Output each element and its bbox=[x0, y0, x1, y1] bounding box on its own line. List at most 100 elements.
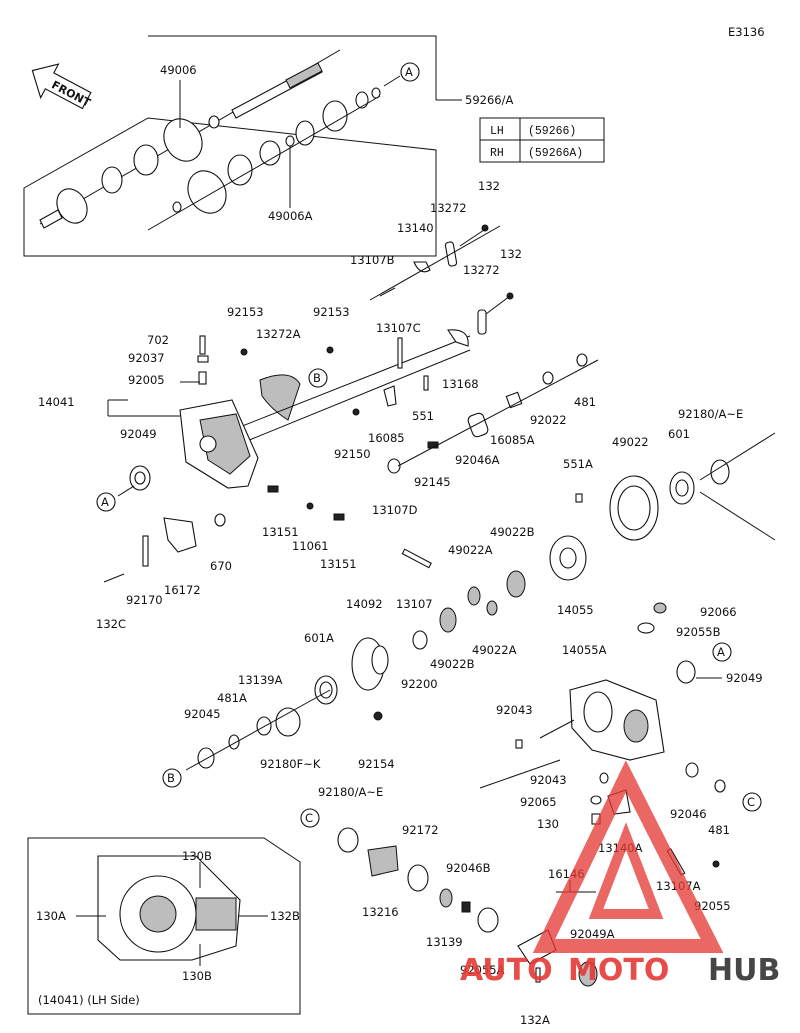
label-13168: 13168 bbox=[442, 377, 479, 391]
label-16085: 16085 bbox=[368, 431, 405, 445]
label-13216: 13216 bbox=[362, 905, 399, 919]
label-13139a: 13139A bbox=[238, 673, 283, 687]
upper-small-parts bbox=[107, 335, 334, 421]
label-14055a: 14055A bbox=[562, 643, 607, 657]
label-13272a: 13272A bbox=[256, 327, 301, 341]
label-92150: 92150 bbox=[334, 447, 371, 461]
svg-text:A: A bbox=[717, 645, 725, 659]
diagram-code: E3136 bbox=[728, 25, 765, 39]
label-130: 130 bbox=[537, 817, 559, 831]
side-table: LH (59266) RH (59266A) bbox=[479, 117, 605, 163]
label-92046a: 92046A bbox=[455, 453, 500, 467]
ref-marker-a-right: A bbox=[712, 642, 732, 662]
label-92065: 92065 bbox=[520, 795, 557, 809]
table-side-rh: RH bbox=[490, 147, 504, 160]
label-92172: 92172 bbox=[402, 823, 439, 837]
svg-text:B: B bbox=[313, 371, 321, 385]
leader-ref-a-top bbox=[383, 75, 401, 87]
label-11061: 11061 bbox=[292, 539, 329, 553]
label-13272-b: 13272 bbox=[463, 263, 500, 277]
label-130a: 130A bbox=[36, 909, 66, 923]
label-49022a-b: 49022A bbox=[472, 643, 517, 657]
inset-lh-side: 130B 130A 132B 130B (14041) (LH Side) bbox=[27, 837, 301, 1015]
label-13107b: 13107B bbox=[350, 253, 395, 267]
shaft-assembly-frame bbox=[23, 35, 437, 257]
label-92200: 92200 bbox=[401, 677, 438, 691]
shift-shaft-parts bbox=[211, 329, 599, 474]
label-551: 551 bbox=[412, 409, 434, 423]
label-132-b: 132 bbox=[500, 247, 522, 261]
label-130b-b: 130B bbox=[182, 969, 212, 983]
ref-marker-b-low: B bbox=[162, 768, 182, 788]
label-92043-b: 92043 bbox=[530, 773, 567, 787]
label-92049a: 92049A bbox=[570, 927, 615, 941]
label-481-b: 481 bbox=[708, 823, 730, 837]
label-14041: 14041 bbox=[38, 395, 75, 409]
watermark-auto: AUTO bbox=[460, 953, 553, 988]
front-arrow-icon: FRONT bbox=[31, 63, 93, 110]
svg-text:A: A bbox=[101, 495, 109, 509]
actuator-parts bbox=[103, 485, 345, 583]
label-14092: 14092 bbox=[346, 597, 383, 611]
label-132c: 132C bbox=[96, 617, 126, 631]
label-92055: 92055 bbox=[694, 899, 731, 913]
label-551a: 551A bbox=[563, 457, 593, 471]
label-14055: 14055 bbox=[557, 603, 594, 617]
label-59266a: 59266/A bbox=[465, 93, 513, 107]
label-702: 702 bbox=[147, 333, 169, 347]
label-92180ae-a: 92180/A~E bbox=[678, 407, 743, 421]
drive-shaft-parts bbox=[39, 49, 381, 231]
label-13151-a: 13151 bbox=[262, 525, 299, 539]
label-16085a: 16085A bbox=[490, 433, 535, 447]
label-16172: 16172 bbox=[164, 583, 201, 597]
label-481-a: 481 bbox=[574, 395, 596, 409]
label-481a: 481A bbox=[217, 691, 247, 705]
svg-text:B: B bbox=[167, 771, 175, 785]
label-13107d: 13107D bbox=[372, 503, 418, 517]
label-92154: 92154 bbox=[358, 757, 395, 771]
label-92145: 92145 bbox=[414, 475, 451, 489]
pinion-bearing-parts bbox=[185, 689, 331, 771]
ref-marker-b-mid: B bbox=[308, 368, 328, 388]
label-92046b: 92046B bbox=[446, 861, 491, 875]
label-92037: 92037 bbox=[128, 351, 165, 365]
automotohub-watermark: AUTO MOTO HUB bbox=[460, 760, 780, 988]
table-part-rh: (59266A) bbox=[528, 147, 583, 160]
label-13107c: 13107C bbox=[376, 321, 421, 335]
table-part-lh: (59266) bbox=[528, 125, 576, 138]
ref-marker-c-left: C bbox=[300, 808, 320, 828]
svg-text:C: C bbox=[747, 795, 755, 809]
svg-text:A: A bbox=[405, 65, 413, 79]
label-13139: 13139 bbox=[426, 935, 463, 949]
label-92055b: 92055B bbox=[676, 625, 721, 639]
svg-text:C: C bbox=[305, 811, 313, 825]
label-92066: 92066 bbox=[700, 605, 737, 619]
label-13107: 13107 bbox=[396, 597, 433, 611]
label-132b: 132B bbox=[270, 909, 300, 923]
label-92049-a: 92049 bbox=[120, 427, 157, 441]
label-130b-a: 130B bbox=[182, 849, 212, 863]
label-92180fk: 92180F~K bbox=[260, 757, 321, 771]
differential-parts bbox=[314, 535, 722, 721]
label-49022b-a: 49022B bbox=[490, 525, 535, 539]
label-49006a: 49006A bbox=[268, 209, 313, 223]
label-92055a: 92055A bbox=[460, 963, 505, 977]
label-13140: 13140 bbox=[397, 221, 434, 235]
label-92046: 92046 bbox=[670, 807, 707, 821]
ref-marker-a-top: A bbox=[400, 62, 420, 82]
label-601a: 601A bbox=[304, 631, 334, 645]
label-132a: 132A bbox=[520, 1013, 550, 1027]
rear-gear-housing-14055a bbox=[515, 679, 665, 761]
label-92043-a: 92043 bbox=[496, 703, 533, 717]
label-601: 601 bbox=[668, 427, 690, 441]
label-92153-b: 92153 bbox=[313, 305, 350, 319]
label-49006: 49006 bbox=[160, 63, 197, 77]
label-92045: 92045 bbox=[184, 707, 221, 721]
table-side-lh: LH bbox=[490, 125, 504, 138]
label-92049-b: 92049 bbox=[726, 671, 763, 685]
shift-linkage-parts bbox=[369, 224, 514, 335]
ref-marker-a-left: A bbox=[96, 492, 116, 512]
inset-caption: (14041) (LH Side) bbox=[38, 993, 140, 1007]
label-132-a: 132 bbox=[478, 179, 500, 193]
